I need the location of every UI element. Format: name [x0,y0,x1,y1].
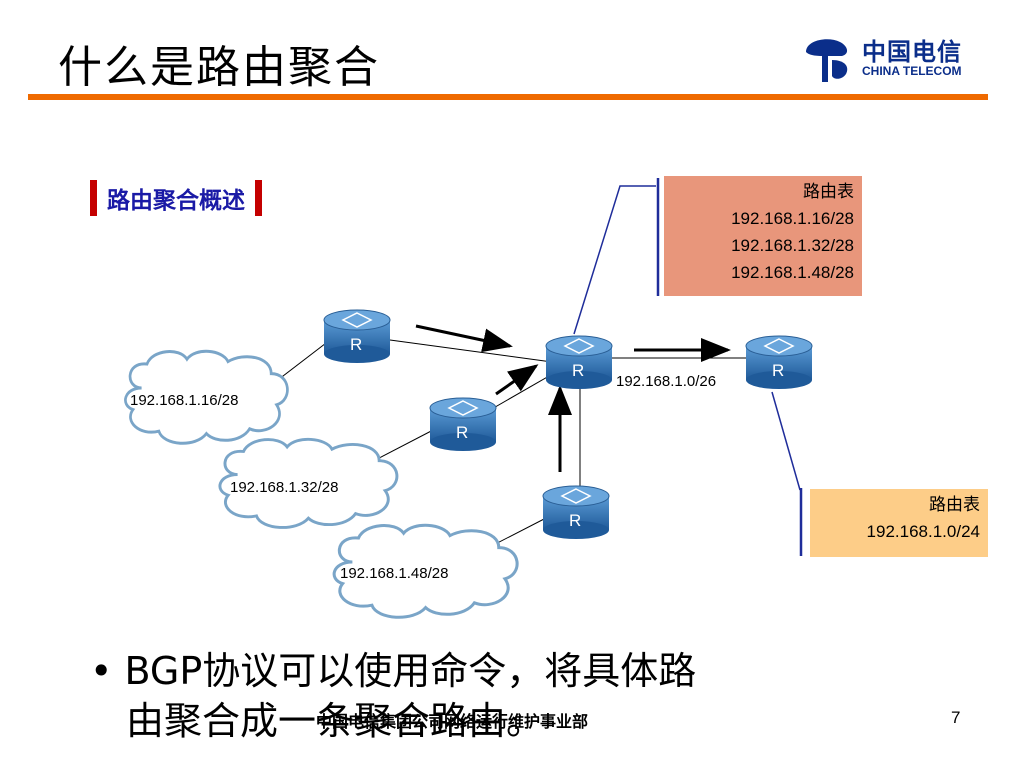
router-label: R [350,335,362,354]
flow-arrow [495,364,539,396]
logo-chinese-text: 中国电信 [862,38,962,66]
section-right-bar [255,180,262,216]
routing-table-title: 路由表 [803,182,854,201]
footer-text: 中国电信集团公司网络运行维护事业部 [316,712,589,731]
page-number: 7 [951,708,961,727]
routing-table-2: 路由表 192.168.1.0/24 [810,489,988,557]
bullet-text-line-2: 由聚合成一条聚合路由。 [126,699,545,743]
router-icon: R [429,397,497,451]
logo-english-text: CHINA TELECOM [862,64,962,78]
network-label-3: 192.168.1.48/28 [340,565,448,582]
router-label: R [456,423,468,442]
title-underline [28,94,988,100]
callout-line [771,391,801,491]
routing-table-entry: 192.168.1.32/28 [731,236,854,255]
section-header: 路由聚合概述 [90,178,262,218]
network-label-2: 192.168.1.32/28 [230,479,338,496]
slide-title: 什么是路由聚合 [58,42,380,93]
callout-line [573,185,656,335]
router-icon: R [545,335,613,389]
link-line [389,339,553,363]
routing-table-1: 路由表 192.168.1.16/28 192.168.1.32/28 192.… [664,176,862,296]
routing-table-title: 路由表 [929,495,980,514]
section-left-bar [90,180,97,216]
flow-arrow [415,324,513,353]
routing-table-entry: 192.168.1.16/28 [731,209,854,228]
telecom-emblem-icon [806,39,848,82]
router-label: R [569,511,581,530]
bullet-text-line-1: • BGP协议可以使用命令，将具体路 [90,649,697,693]
network-label-1: 192.168.1.16/28 [130,392,238,409]
aggregate-link-label: 192.168.1.0/26 [616,373,716,390]
router-label: R [572,361,584,380]
bullet-point: • BGP协议可以使用命令，将具体路 由聚合成一条聚合路由。 [90,646,696,746]
router-label: R [772,361,784,380]
routing-table-entry: 192.168.1.0/24 [866,522,980,541]
section-label: 路由聚合概述 [107,188,245,214]
routing-table-entry: 192.168.1.48/28 [731,263,854,282]
router-icon: R [323,309,391,363]
router-icon: R [542,485,610,539]
china-telecom-logo: 中国电信 CHINA TELECOM [798,30,998,90]
router-icon: R [745,335,813,389]
